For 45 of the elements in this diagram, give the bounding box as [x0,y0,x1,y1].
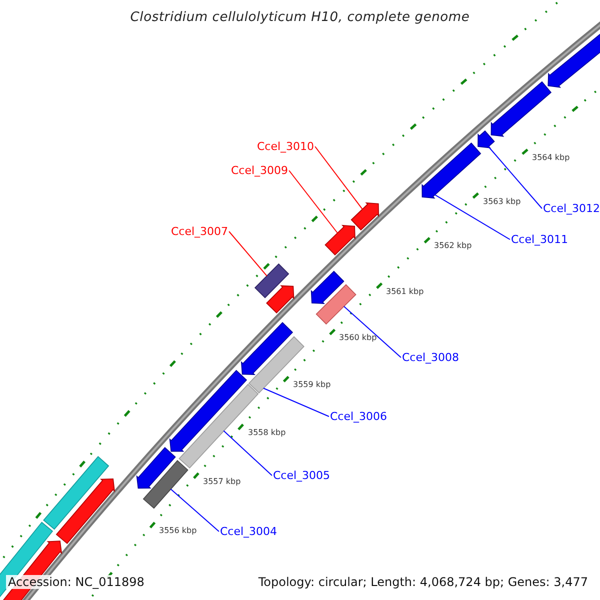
leader-line [170,488,220,532]
leader-line [488,146,542,209]
leader-line [434,194,510,240]
gene-block [56,478,116,544]
gene-bar [142,460,188,509]
gene-block [350,202,380,230]
gene-block [266,285,294,314]
scale-label: 3556 kbp [159,527,197,535]
leader-line [314,146,363,210]
gene-bar [43,456,110,530]
genome-summary-text: Topology: circular; Length: 4,068,724 bp; Genes: 3,477 [256,575,590,589]
leader-line [263,388,330,417]
scale-label: 3560 kbp [339,334,377,342]
gene-block [136,447,176,489]
accession-text: Accession: NC_011898 [6,575,146,589]
gene-block [310,270,344,304]
scale-label: 3561 kbp [386,288,424,296]
leader-line [343,306,402,358]
leader-line [228,231,268,276]
leader-line [223,430,272,476]
gene-block [169,370,248,452]
gene-label: Ccel_3007 [171,226,228,237]
scale-label: 3562 kbp [434,242,472,250]
scale-label: 3557 kbp [203,478,241,486]
gene-block [240,322,294,376]
scale-label: 3558 kbp [248,429,286,437]
scale-label: 3559 kbp [293,381,331,389]
scale-label: 3564 kbp [532,154,570,162]
gene-label: Ccel_3006 [330,411,388,422]
gene-label: Ccel_3011 [511,234,568,245]
gene-label: Ccel_3010 [257,141,314,152]
gene-block [478,130,495,148]
gene-block [422,142,482,199]
gene-block [490,81,552,137]
gene-bar [316,284,356,325]
map-title: Clostridium cellulolyticum H10, complete genome [129,11,471,24]
scale-label: 3563 kbp [483,198,521,206]
gene-label: Ccel_3012 [543,203,600,214]
gene-bar [254,263,290,298]
gene-label: Ccel_3004 [220,526,278,537]
gene-label: Ccel_3005 [273,470,330,481]
leader-line [288,170,338,234]
gene-label: Ccel_3008 [402,352,460,363]
gene-label: Ccel_3009 [231,165,288,176]
gene-block [324,224,356,256]
